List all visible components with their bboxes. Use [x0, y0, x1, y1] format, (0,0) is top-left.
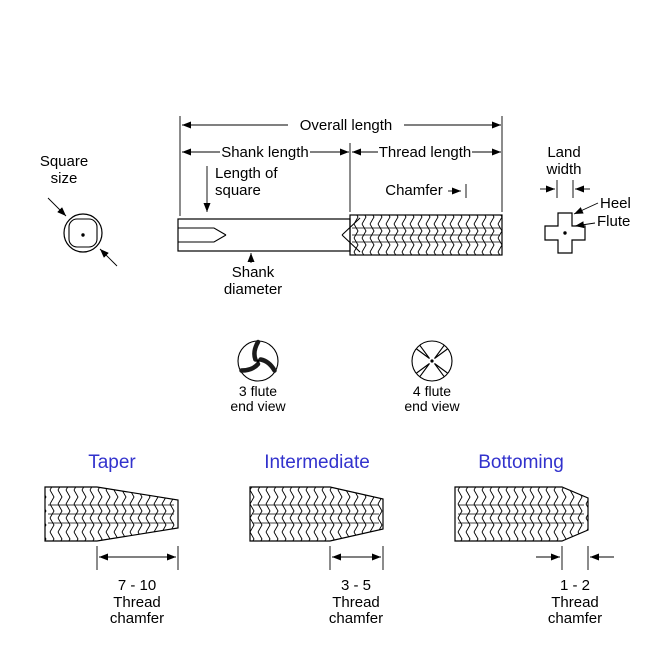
thread-core-lines: [253, 504, 379, 524]
square-size-callout: Square size: [40, 153, 118, 267]
thread-core-lines: [352, 227, 500, 243]
taper-chamfer-label-line2: chamfer: [110, 610, 164, 627]
square-size-label-line1: Square: [40, 153, 88, 170]
tap-shank: [177, 218, 351, 252]
four-flute-label-line2: end view: [404, 398, 460, 414]
thread-length-label: Thread length: [379, 144, 472, 161]
overall-length-label: Overall length: [300, 117, 393, 134]
three-flute-end-view: 3 flute end view: [230, 339, 287, 414]
shank-diameter-label-line2: diameter: [224, 281, 282, 298]
center-mark: [81, 233, 85, 237]
center-mark: [563, 231, 567, 235]
extension-lines: [179, 116, 503, 216]
four-flute-end-view: 4 flute end view: [404, 340, 461, 414]
bottoming-chamfer-label-line2: chamfer: [548, 610, 602, 627]
length-of-square-dimension: Length of square: [203, 165, 278, 212]
shank-length-dimension: Shank length: [182, 144, 349, 161]
heel-label: Heel: [600, 195, 631, 212]
land-width-dimension: Land width: [540, 144, 590, 198]
three-flute-label-line1: 3 flute: [239, 383, 277, 399]
thread-core-lines: [48, 504, 174, 524]
thread-length-dimension: Thread length: [352, 144, 501, 161]
flute-callout: Flute: [574, 213, 630, 230]
land-width-label-line2: width: [545, 161, 581, 178]
three-flute-label-line2: end view: [230, 398, 286, 414]
bottoming-tap: Bottoming 1 - 2 Thread chamfer: [454, 452, 614, 627]
bottoming-chamfer-range: 1 - 2: [560, 577, 590, 594]
shank-diameter-label-line1: Shank: [232, 264, 275, 281]
flute-label: Flute: [597, 213, 630, 230]
intermediate-tap: Intermediate 3 - 5 Thread chamfer: [249, 452, 384, 627]
chamfer-callout: Chamfer: [385, 182, 467, 199]
square-size-label-line2: size: [51, 170, 78, 187]
intermediate-chamfer-label-line2: chamfer: [329, 610, 383, 627]
intermediate-title: Intermediate: [264, 452, 370, 473]
center-mark: [430, 359, 434, 363]
tap-side-view: [177, 214, 503, 256]
bottoming-chamfer-label-line1: Thread: [551, 594, 599, 611]
intermediate-chamfer-range: 3 - 5: [341, 577, 371, 594]
center-mark: [256, 359, 260, 363]
taper-chamfer-label-line1: Thread: [113, 594, 161, 611]
taper-title: Taper: [88, 452, 136, 473]
square-end-view: [63, 213, 103, 253]
four-flute-label-line1: 4 flute: [413, 383, 451, 399]
shank-diameter-callout: Shank diameter: [224, 253, 282, 298]
intermediate-chamfer-label-line1: Thread: [332, 594, 380, 611]
length-of-square-label-line1: Length of: [215, 165, 278, 182]
land-width-label-line1: Land: [547, 144, 580, 161]
shank-length-label: Shank length: [221, 144, 309, 161]
bottoming-title: Bottoming: [478, 452, 564, 473]
chamfer-label: Chamfer: [385, 182, 443, 199]
thread-runout-wedge: [341, 217, 361, 253]
taper-chamfer-range: 7 - 10: [118, 577, 156, 594]
cross-section-view: [544, 212, 586, 254]
heel-callout: Heel: [573, 195, 631, 215]
taper-tap: Taper 7 - 10 Thread chamfer: [44, 452, 179, 627]
length-of-square-label-line2: square: [215, 182, 261, 199]
thread-core-lines: [458, 504, 584, 524]
square-end-flats: [178, 227, 227, 243]
overall-length-dimension: Overall length: [182, 117, 501, 134]
